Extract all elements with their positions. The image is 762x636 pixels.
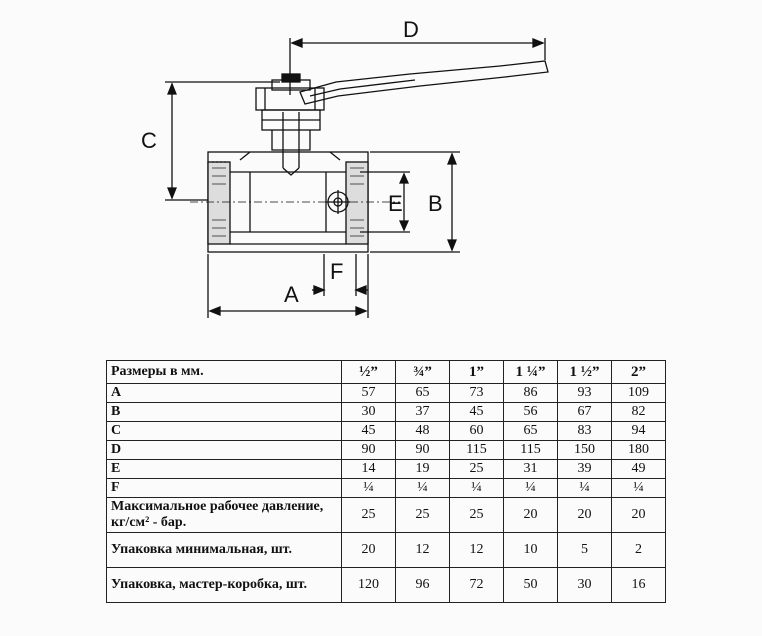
cell: 25: [395, 497, 450, 533]
specifications-table: Размеры в мм. ½” ¾” 1” 1 ¼” 1 ½” 2” A 57…: [106, 360, 666, 603]
cell: 83: [557, 421, 612, 441]
table-row: B 30 37 45 56 67 82: [106, 402, 666, 422]
header-size: 2”: [611, 360, 666, 384]
cell: 50: [503, 567, 558, 603]
header-size: ¾”: [395, 360, 450, 384]
cell: ¼: [611, 478, 666, 498]
cell: 20: [557, 497, 612, 533]
cell: 2: [611, 532, 666, 568]
cell: 82: [611, 402, 666, 422]
row-label: Максимальное рабочее давление, кг/см² - …: [106, 497, 342, 533]
table-row: D 90 90 115 115 150 180: [106, 440, 666, 460]
cell: 30: [557, 567, 612, 603]
cell: 94: [611, 421, 666, 441]
cell: ¼: [557, 478, 612, 498]
label-f: F: [330, 259, 343, 284]
cell: 25: [449, 459, 504, 479]
cell: 65: [503, 421, 558, 441]
cell: 20: [503, 497, 558, 533]
label-b: B: [428, 191, 443, 216]
label-a: A: [284, 282, 299, 307]
dimension-e: [360, 171, 410, 233]
header-dimensions-label: Размеры в мм.: [106, 360, 342, 384]
valve-stem: [261, 109, 321, 176]
row-label: Упаковка, мастер-коробка, шт.: [106, 567, 342, 603]
cell: 10: [503, 532, 558, 568]
dimension-b: [370, 151, 460, 253]
cell: 37: [395, 402, 450, 422]
cell: 115: [449, 440, 504, 460]
cell: 73: [449, 383, 504, 403]
cell: 20: [341, 532, 396, 568]
label-e: E: [388, 191, 403, 216]
cell: 65: [395, 383, 450, 403]
table-row: E 14 19 25 31 39 49: [106, 459, 666, 479]
cell: 90: [341, 440, 396, 460]
table-row: Упаковка минимальная, шт. 20 12 12 10 5 …: [106, 532, 666, 568]
row-label: E: [106, 459, 342, 479]
label-c: C: [141, 128, 157, 153]
cell: 25: [341, 497, 396, 533]
header-size: 1”: [449, 360, 504, 384]
cell: 109: [611, 383, 666, 403]
cell: 96: [395, 567, 450, 603]
cell: 30: [341, 402, 396, 422]
cell: 12: [449, 532, 504, 568]
cell: 25: [449, 497, 504, 533]
table-row: Упаковка, мастер-коробка, шт. 120 96 72 …: [106, 567, 666, 603]
cell: 120: [341, 567, 396, 603]
cell: 12: [395, 532, 450, 568]
row-label: B: [106, 402, 342, 422]
valve-body: [190, 151, 400, 253]
cell: 14: [341, 459, 396, 479]
cell: 86: [503, 383, 558, 403]
dimension-c: [165, 81, 280, 201]
valve-handle: [255, 60, 549, 111]
table-row: A 57 65 73 86 93 109: [106, 383, 666, 403]
header-size: 1 ¼”: [503, 360, 558, 384]
dimension-f: [312, 254, 368, 296]
cell: 20: [611, 497, 666, 533]
cell: 56: [503, 402, 558, 422]
cell: 31: [503, 459, 558, 479]
ball-valve-drawing: D C E B F A: [141, 17, 549, 318]
cell: ¼: [395, 478, 450, 498]
cell: 72: [449, 567, 504, 603]
table-row: F ¼ ¼ ¼ ¼ ¼ ¼: [106, 478, 666, 498]
cell: 5: [557, 532, 612, 568]
table-header-row: Размеры в мм. ½” ¾” 1” 1 ¼” 1 ½” 2”: [106, 360, 666, 384]
cell: 180: [611, 440, 666, 460]
cell: ¼: [503, 478, 558, 498]
label-d: D: [403, 17, 419, 42]
cell: 93: [557, 383, 612, 403]
cell: 45: [341, 421, 396, 441]
header-size: 1 ½”: [557, 360, 612, 384]
cell: 49: [611, 459, 666, 479]
cell: 115: [503, 440, 558, 460]
row-label: Упаковка минимальная, шт.: [106, 532, 342, 568]
dimension-d: [289, 38, 546, 95]
row-label: F: [106, 478, 342, 498]
cell: 16: [611, 567, 666, 603]
cell: 57: [341, 383, 396, 403]
cell: 19: [395, 459, 450, 479]
cell: 90: [395, 440, 450, 460]
cell: 150: [557, 440, 612, 460]
cell: ¼: [341, 478, 396, 498]
cell: ¼: [449, 478, 504, 498]
cell: 48: [395, 421, 450, 441]
dimension-a: [207, 254, 369, 318]
row-label: A: [106, 383, 342, 403]
cell: 39: [557, 459, 612, 479]
cell: 60: [449, 421, 504, 441]
row-label: D: [106, 440, 342, 460]
cell: 67: [557, 402, 612, 422]
row-label: C: [106, 421, 342, 441]
table-row: Максимальное рабочее давление, кг/см² - …: [106, 497, 666, 533]
table-row: C 45 48 60 65 83 94: [106, 421, 666, 441]
header-size: ½”: [341, 360, 396, 384]
cell: 45: [449, 402, 504, 422]
